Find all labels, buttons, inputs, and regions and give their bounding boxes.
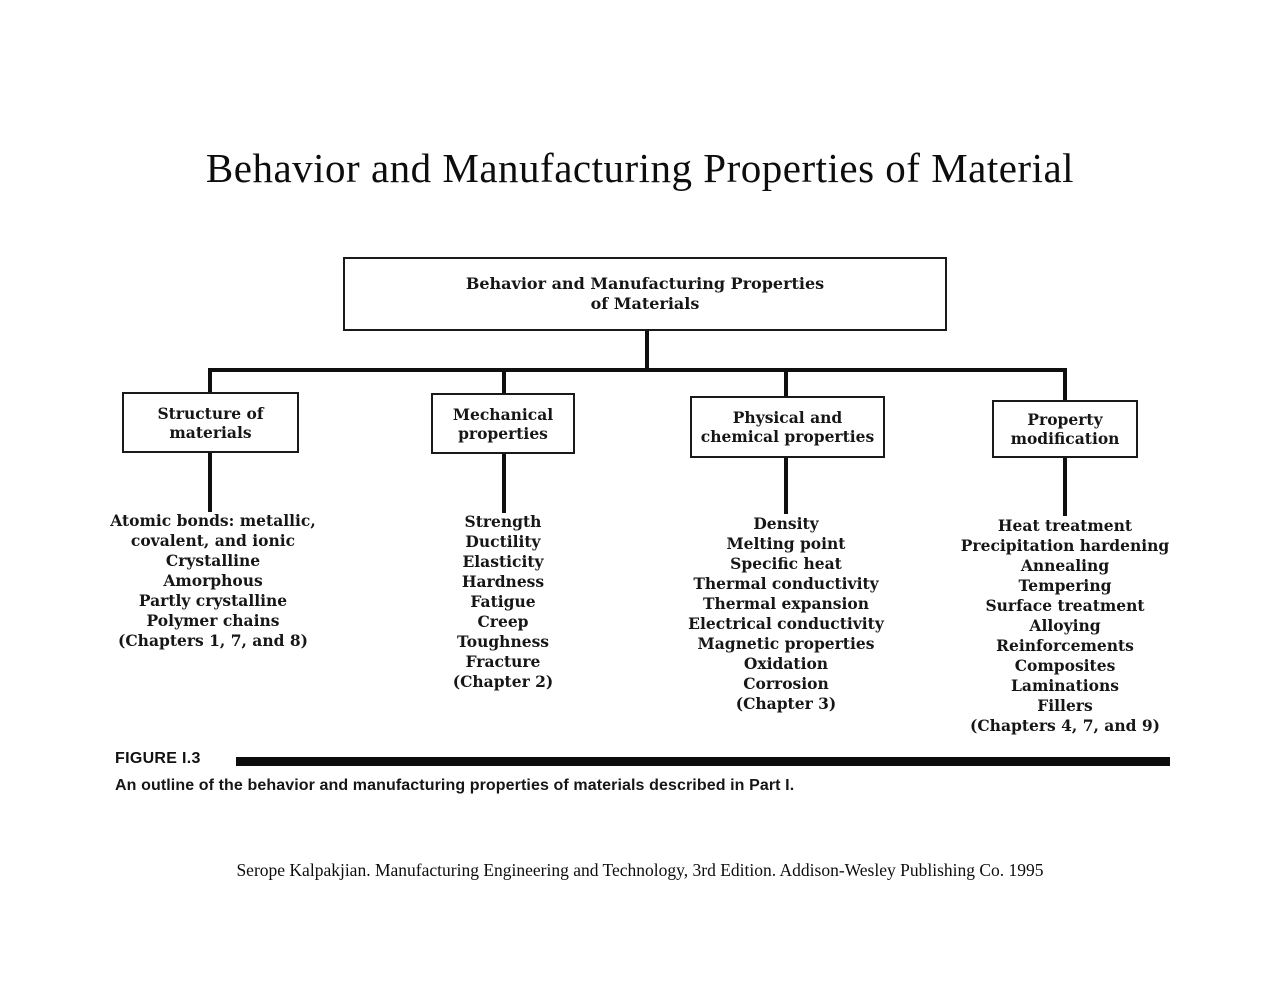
item-list-physical-chemical-properties: Density Melting point Specific heat Ther… — [688, 514, 884, 713]
item-list-structure-of-materials: Atomic bonds: metallic, covalent, and io… — [110, 511, 316, 650]
connector-stub-physical — [784, 456, 788, 514]
connector-drop-property — [1063, 368, 1067, 402]
connector-stub-mechanical — [502, 452, 506, 513]
item-list-property-modification: Heat treatment Precipitation hardening A… — [960, 516, 1170, 735]
connector-drop-structure — [208, 368, 212, 394]
branch-node-mechanical-properties: Mechanical properties — [431, 393, 575, 454]
branch-node-label: Mechanical properties — [452, 404, 554, 443]
branch-node-physical-chemical-properties: Physical and chemical properties — [690, 396, 885, 458]
root-node-label: Behavior and Manufacturing Properties of… — [465, 274, 825, 313]
connector-drop-mechanical — [502, 368, 506, 395]
figure-caption: An outline of the behavior and manufactu… — [115, 777, 795, 794]
page-title: Behavior and Manufacturing Properties of… — [205, 145, 1075, 191]
branch-node-label: Physical and chemical properties — [700, 408, 875, 446]
branch-node-label: Structure of materials — [157, 403, 264, 442]
item-list-mechanical-properties: Strength Ductility Elasticity Hardness F… — [452, 512, 554, 691]
branch-node-structure-of-materials: Structure of materials — [122, 392, 299, 453]
figure-label: FIGURE I.3 — [115, 750, 201, 767]
source-citation: Serope Kalpakjian. Manufacturing Enginee… — [236, 860, 1044, 880]
root-node: Behavior and Manufacturing Properties of… — [343, 257, 947, 331]
connector-stub-structure — [208, 451, 212, 512]
connector-horizontal-bus — [209, 368, 1067, 372]
connector-stub-property — [1063, 456, 1067, 516]
connector-root-vertical — [645, 331, 649, 370]
figure-rule-bar — [236, 757, 1170, 766]
connector-drop-physical — [784, 368, 788, 398]
branch-node-property-modification: Property modification — [992, 400, 1138, 458]
branch-node-label: Property modification — [1010, 410, 1120, 448]
